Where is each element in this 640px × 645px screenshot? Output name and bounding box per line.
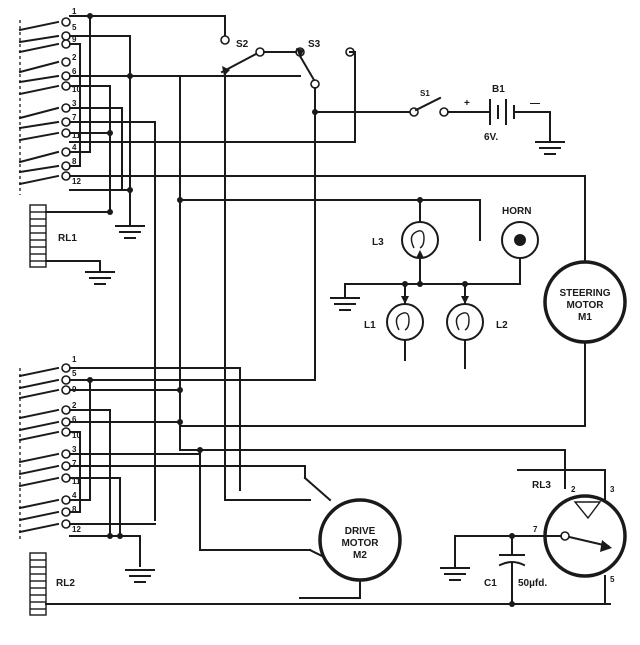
rl1-pin-2: 2 [72,53,77,62]
rl2-pin-4: 4 [72,491,77,500]
capacitor-ground-symbol [440,567,470,581]
rl3-pin-3: 3 [610,485,615,494]
rl2-pin-8: 8 [72,505,77,514]
battery-name: B1 [492,84,505,95]
l1-label: L1 [364,320,376,331]
rl2-contact-bank: 1 5 9 2 6 10 3 7 11 4 8 12 RL2 [18,355,81,616]
rl2-pin-5: 5 [72,369,77,378]
capacitor-c1: C1 50µfd. [454,533,547,605]
rl2-coil [29,552,47,616]
rl2-ground-symbol [125,569,155,583]
switch-s2: S2 [220,35,265,501]
rl2-pin-7: 7 [72,459,77,468]
rl1-pin-8: 8 [72,157,77,166]
rl1-pin-7: 7 [72,113,77,122]
battery-voltage: 6V. [484,132,498,143]
rl3-pin-7: 7 [533,525,538,534]
battery-ground-symbol [535,141,565,155]
switch-s1: S1 [409,89,449,117]
horn-label: HORN [502,206,531,217]
rl2-pin-1: 1 [72,355,77,364]
m1-line3: M1 [578,312,592,323]
rl2-label: RL2 [56,578,75,589]
rl1-pin-10: 10 [72,85,81,94]
rl1-pin-6: 6 [72,67,77,76]
lamp-l3: L3 [372,221,439,259]
rl3-pin-5: 5 [610,575,615,584]
s2-label: S2 [236,39,249,50]
relay-rl3: RL3 2 3 7 5 [517,469,627,605]
rl1-pin-9: 9 [72,35,77,44]
l2-label: L2 [496,320,508,331]
switch-s3: S3 [263,39,411,381]
c1-value: 50µfd. [518,578,547,589]
m2-line1: DRIVE [345,526,376,537]
m1-line2: MOTOR [566,300,604,311]
steering-motor-m1: STEERING MOTOR M1 [543,260,627,427]
rl2-pin-3: 3 [72,445,77,454]
rl2-pin-12: 12 [72,525,81,534]
rl3-pin-2: 2 [571,485,576,494]
lamp-ground-symbol [330,297,360,311]
rl2-pin-6: 6 [72,415,77,424]
m2-line3: M2 [353,550,367,561]
rl2-pin-11: 11 [72,477,81,486]
c1-name: C1 [484,578,497,589]
rl1-pin-3: 3 [72,99,77,108]
lamp-l2: L2 [446,296,508,341]
l3-label: L3 [372,237,384,248]
m1-line1: STEERING [559,288,610,299]
rl2-wiring [45,367,611,607]
rl1-pin-4: 4 [72,143,77,152]
rl2-pin-2: 2 [72,401,77,410]
rl1-ground-symbol [85,271,115,285]
battery-plus: + [464,98,470,109]
rl1-contact-bank: 1 5 9 2 6 10 3 7 11 4 8 12 RL1 [18,7,111,273]
rl1-coil [29,204,47,268]
battery-minus: — [530,98,540,109]
battery-b1: + B1 — 6V. [447,84,551,143]
rl1-bank-ground-symbol [115,225,145,239]
rl3-label: RL3 [532,480,551,491]
rl1-pin-1: 1 [72,7,77,16]
m2-line2: MOTOR [341,538,379,549]
rl1-pin-12: 12 [72,177,81,186]
rl1-pin-5: 5 [72,23,77,32]
rl1-wiring [69,13,586,521]
s3-label: S3 [308,39,321,50]
rl1-label: RL1 [58,233,77,244]
drive-motor-m2: DRIVE MOTOR M2 [299,476,402,599]
rl2-pin-10: 10 [72,431,81,440]
lamp-wiring [344,197,521,369]
s1-label: S1 [420,89,430,98]
rl1-pin-11: 11 [72,131,81,140]
lamp-l1: L1 [364,296,424,341]
horn: HORN [501,206,539,259]
